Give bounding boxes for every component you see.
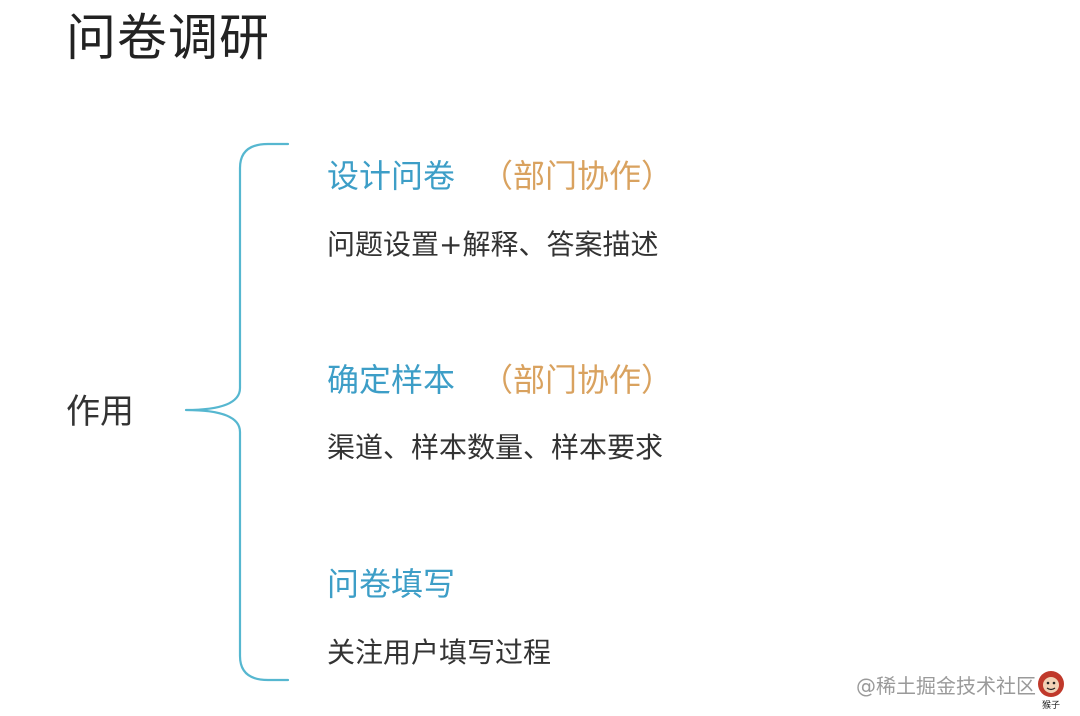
root-node-label: 作用	[66, 392, 134, 432]
branch-heading-fill: 问卷填写	[327, 562, 455, 606]
branch-heading-text: 设计问卷	[327, 157, 456, 195]
branch-desc-fill: 关注用户填写过程	[327, 636, 552, 669]
branch-heading-design: 设计问卷 （部门协作）	[327, 154, 673, 198]
watermark-text: @稀土掘金技术社区	[856, 674, 1036, 698]
curly-brace-connector	[184, 142, 290, 682]
monkey-avatar-icon: 猴子	[1038, 671, 1064, 710]
page-title: 问卷调研	[66, 9, 270, 67]
branch-heading-sample: 确定样本 （部门协作）	[327, 358, 673, 402]
branch-heading-text: 确定样本	[327, 361, 456, 399]
badge-caption: 猴子	[1042, 699, 1060, 710]
branch-desc-sample: 渠道、样本数量、样本要求	[327, 431, 664, 464]
branch-note: （部门协作）	[481, 157, 674, 195]
branch-heading-text: 问卷填写	[327, 565, 456, 603]
branch-note: （部门协作）	[481, 361, 674, 399]
branch-desc-design: 问题设置+解释、答案描述	[327, 228, 659, 261]
